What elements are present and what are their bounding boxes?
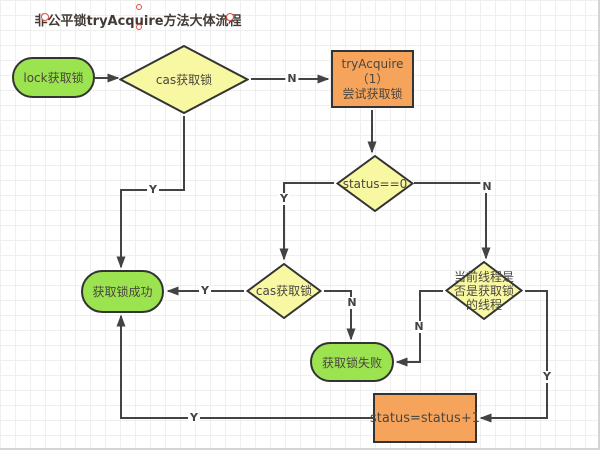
node-acquire-fail[interactable]: 获取锁失败: [310, 342, 394, 382]
diamond-shape: [246, 263, 322, 319]
edge-label-cas1-no[interactable]: N: [285, 72, 299, 85]
node-label: status==0: [342, 176, 408, 191]
node-label: cas获取锁: [155, 72, 213, 87]
node-lock-start[interactable]: lock获取锁: [12, 57, 95, 98]
node-status-check[interactable]: status==0: [336, 155, 414, 212]
selection-handle-top[interactable]: [136, 4, 142, 10]
node-thread-check[interactable]: 当前线程是 否是获取锁 的线程: [445, 261, 523, 320]
edge-label-cas2-no[interactable]: N: [345, 296, 359, 309]
diagram-title[interactable]: 非公平锁tryAcquire方法大体流程: [34, 14, 242, 29]
node-status-increment[interactable]: status=status+1: [370, 393, 480, 443]
edge-label-loop-yes[interactable]: Y: [188, 411, 200, 424]
connector-thread-yes-to-increment[interactable]: [479, 290, 548, 423]
connector-status-yes-to-cas2[interactable]: [279, 182, 334, 261]
node-acquire-success[interactable]: 获取锁成功: [81, 270, 164, 313]
diamond-shape: [445, 261, 523, 320]
diamond-shape: [336, 155, 414, 212]
node-label: 获取锁失败: [321, 355, 382, 370]
node-label: cas获取锁: [255, 284, 313, 298]
edge-label-cas2-yes[interactable]: Y: [199, 284, 211, 297]
edge-label-thread-no[interactable]: N: [412, 320, 426, 333]
connector-increment-to-success[interactable]: [116, 314, 373, 419]
connector-status-no-to-threadcheck[interactable]: [414, 182, 491, 260]
edge-label-status-yes[interactable]: Y: [278, 192, 290, 205]
node-try-acquire[interactable]: tryAcquire （1） 尝试获取锁: [331, 50, 414, 108]
node-label: status=status+1: [370, 410, 480, 426]
connector-cas2-no-to-fail[interactable]: [324, 290, 356, 341]
diamond-shape: [119, 45, 249, 114]
node-label: 获取锁成功: [92, 285, 153, 299]
node-label: lock获取锁: [23, 71, 84, 85]
edge-label-status-no[interactable]: N: [480, 180, 494, 193]
selection-handle-right[interactable]: [226, 13, 234, 21]
node-cas-check-1[interactable]: cas获取锁: [119, 45, 249, 114]
node-cas-check-2[interactable]: cas获取锁: [246, 263, 322, 319]
node-label: tryAcquire （1） 尝试获取锁: [341, 56, 404, 101]
node-label: 当前线程是 否是获取锁 的线程: [453, 269, 514, 312]
selection-handle-left[interactable]: [41, 13, 49, 21]
edge-label-thread-yes[interactable]: Y: [541, 370, 553, 383]
selection-handle-bottom[interactable]: [136, 24, 142, 30]
edge-label-cas1-yes[interactable]: Y: [147, 183, 159, 196]
